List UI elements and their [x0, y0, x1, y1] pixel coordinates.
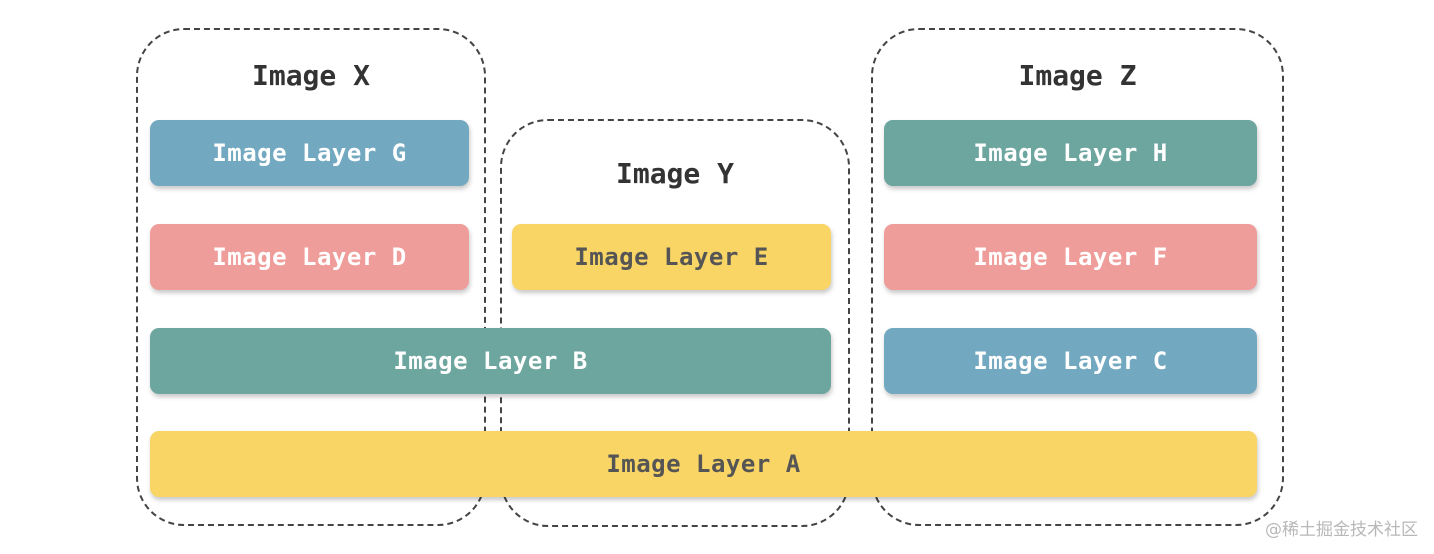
image-layer-e: Image Layer E [512, 224, 831, 290]
image-y-group [500, 119, 850, 527]
watermark: @稀土掘金技术社区 [1265, 520, 1418, 540]
image-layer-d: Image Layer D [150, 224, 469, 290]
image-layer-f: Image Layer F [884, 224, 1257, 290]
image-layer-b: Image Layer B [150, 328, 831, 394]
image-x-group [136, 28, 486, 526]
image-z-title: Image Z [1018, 59, 1137, 92]
image-y-title: Image Y [615, 157, 734, 190]
image-layer-h: Image Layer H [884, 120, 1257, 186]
image-layer-c: Image Layer C [884, 328, 1257, 394]
image-layer-a: Image Layer A [150, 431, 1257, 497]
image-z-group [871, 28, 1284, 526]
image-layer-g: Image Layer G [150, 120, 469, 186]
image-x-title: Image X [251, 59, 370, 92]
